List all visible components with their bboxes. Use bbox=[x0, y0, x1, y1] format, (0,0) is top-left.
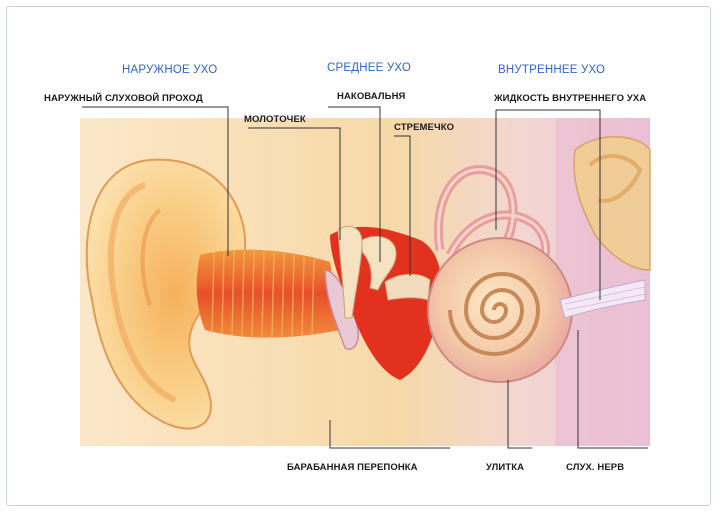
label-inner-fluid: ЖИДКОСТЬ ВНУТРЕННЕГО УХА bbox=[494, 93, 646, 104]
label-cochlea: УЛИТКА bbox=[486, 462, 524, 473]
label-ear-canal: НАРУЖНЫЙ СЛУХОВОЙ ПРОХОД bbox=[44, 93, 203, 104]
label-incus: НАКОВАЛЬНЯ bbox=[337, 91, 405, 102]
section-outer-ear: НАРУЖНОЕ УХО bbox=[122, 64, 217, 76]
label-malleus: МОЛОТОЧЕК bbox=[244, 114, 306, 125]
label-eardrum: БАРАБАННАЯ ПЕРЕПОНКА bbox=[287, 462, 418, 473]
label-auditory-nerve: СЛУХ. НЕРВ bbox=[566, 462, 624, 473]
label-stapes: СТРЕМЕЧКО bbox=[394, 122, 454, 133]
stapes bbox=[385, 274, 430, 300]
section-middle-ear: СРЕДНЕЕ УХО bbox=[327, 62, 411, 74]
section-inner-ear: ВНУТРЕННЕЕ УХО bbox=[498, 64, 605, 76]
ear-canal bbox=[197, 250, 340, 338]
